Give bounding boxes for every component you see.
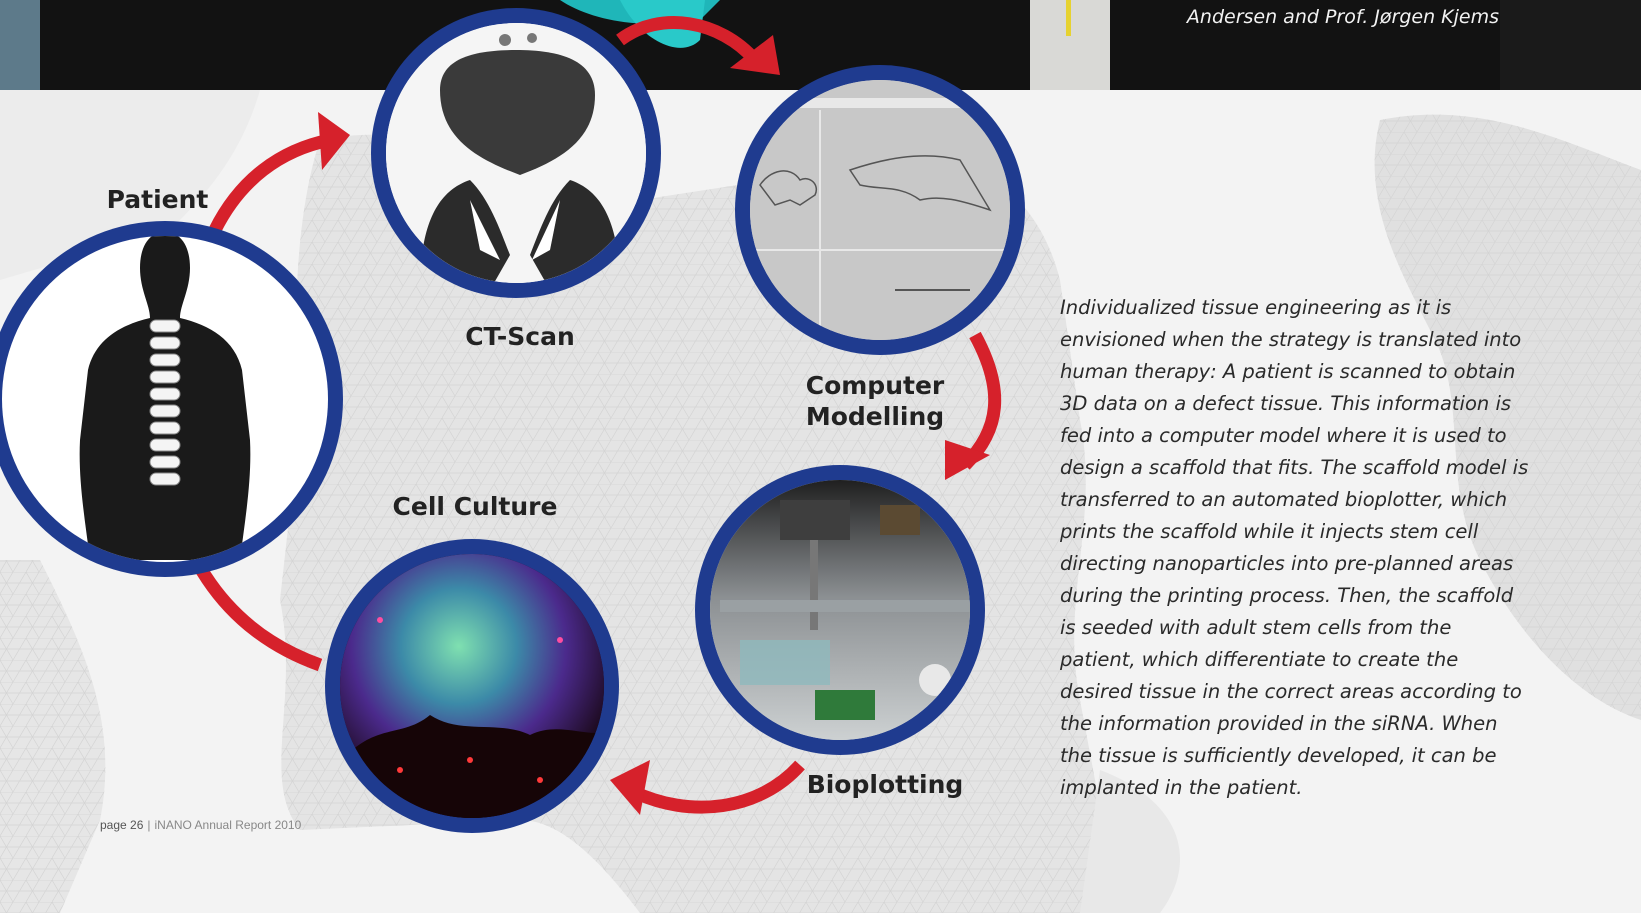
label-computer-modelling-line2: Modelling [800,401,950,432]
report-title: iNANO Annual Report 2010 [155,818,302,832]
computer-modelling-image [750,80,1010,340]
page-footer: page 26 | iNANO Annual Report 2010 [100,818,301,832]
label-computer-modelling: Computer Modelling [800,370,950,432]
page-number: page 26 [100,818,143,832]
label-ct-scan: CT-Scan [455,321,585,352]
label-bioplotting: Bioplotting [800,769,970,800]
photo-caption: Andersen and Prof. Jørgen Kjems [1187,6,1499,28]
label-computer-modelling-line1: Computer [800,370,950,401]
label-cell-culture: Cell Culture [390,491,560,522]
figure-description: Individualized tissue engineering as it … [1060,292,1530,804]
footer-separator: | [147,818,150,832]
figure-description-text: Individualized tissue engineering as it … [1060,292,1530,804]
label-patient: Patient [95,184,220,215]
